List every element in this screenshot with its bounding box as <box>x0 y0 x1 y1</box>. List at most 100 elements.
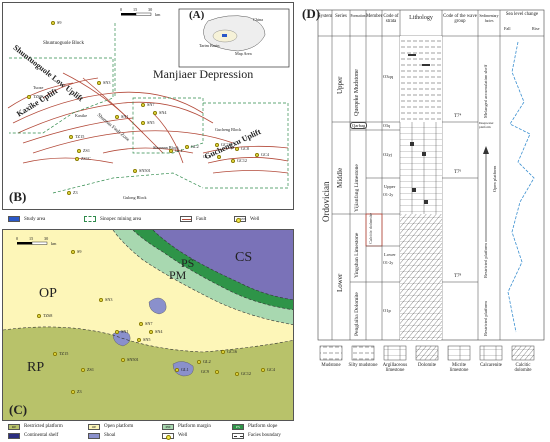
strat-column-svg <box>317 9 545 361</box>
system-ordovician: Ordovician <box>321 181 331 223</box>
shoal-3 <box>172 361 194 377</box>
legend-well-c-swatch <box>162 433 174 440</box>
scale-tick-30: 30 <box>148 7 153 12</box>
member-upper: Upper <box>384 184 396 189</box>
member-calcitic-dolomite: Calcitic dolomite <box>368 212 373 244</box>
formation-qarbag: Qarbag <box>350 122 368 129</box>
label-shuntuoguole-block: Shuntuoguole Block <box>43 41 84 46</box>
formation-yingshan: Yingshan Limestone <box>354 232 360 278</box>
legend-study-area-swatch <box>8 216 20 222</box>
hdr-formation: Formation <box>350 14 366 18</box>
legend-fault: Fault <box>196 217 207 222</box>
facies-restricted-platform-1: Restricted platform <box>483 243 488 278</box>
label-gulong-block: Gulong Block <box>123 195 147 200</box>
label-manjiaer-depression: Manjiaer Depression <box>153 67 254 81</box>
legend-c: RP Restricted platform OP Open platform … <box>4 423 296 441</box>
legend-cs: Continental shelf <box>24 433 59 438</box>
legend-mining-area: Sinopec mining area <box>100 217 142 222</box>
inset-map-area-label: Map Area <box>235 51 252 56</box>
legend-cs-swatch <box>8 433 20 439</box>
legend-study-area: Study area <box>24 217 46 222</box>
lith-calcitic-dolomite: Calcitic dolomite <box>514 363 532 373</box>
legend-ps-swatch: PS <box>232 424 244 430</box>
hdr-code: Code of strata <box>383 14 399 24</box>
legend-op-swatch: OP <box>88 424 100 430</box>
legend-well-swatch: SN5 <box>234 216 246 223</box>
series-lower: Lower <box>336 273 344 292</box>
legend-shoal: Shoal <box>104 433 116 438</box>
scale-c-tick-30: 30 <box>44 236 49 241</box>
label-tuoze: Tuoze <box>33 85 44 90</box>
scale-c-tick-15: 15 <box>29 236 34 241</box>
code-o3q: O3q <box>383 123 390 128</box>
facies-melanged-shelf: Melanged accumulation shelf <box>483 64 488 118</box>
lith-silty-mudstone: Silty mudstone <box>348 363 378 368</box>
lith-dolomite: Dolomite <box>417 363 437 368</box>
scale-bar-c <box>17 241 48 245</box>
wave-t76: T7⁶ <box>454 170 462 175</box>
lith-micrite-limestone: Micrite limestone <box>449 363 469 373</box>
code-o1p: O1p <box>383 308 391 313</box>
legend-op: Open platform <box>104 424 134 429</box>
facies-cs-label: CS <box>235 250 253 265</box>
code-o12y-lower: O1-2y <box>383 260 394 265</box>
legend-rp-swatch: RP <box>8 424 20 430</box>
hdr-series: Series <box>335 14 347 19</box>
shoal-1 <box>148 297 167 315</box>
legend-pm: Platform margin <box>178 424 211 429</box>
scale-tick-0: 0 <box>120 7 123 12</box>
formation-queqeke: Queqeke Mudstone <box>354 69 360 116</box>
facies-boundaries <box>3 230 293 353</box>
legend-well-c: Well <box>178 433 188 438</box>
legend-well: Well <box>250 217 260 222</box>
wave-t78: T7⁸ <box>454 274 462 279</box>
hdr-member: Member <box>366 14 383 19</box>
series-upper: Upper <box>336 76 344 95</box>
legend-fault-swatch <box>180 216 192 222</box>
legend-b: Study area Sinopec mining area Fault SN5… <box>4 213 294 227</box>
legend-ps: Platform slope <box>248 424 278 429</box>
code-o3qq: O3qq <box>383 74 393 79</box>
inset-china-label: China <box>253 17 264 22</box>
scale-c-tick-0: 0 <box>16 236 19 241</box>
panel-b-label: (B) <box>9 189 27 204</box>
facies-map-svg <box>3 230 293 377</box>
legend-mining-swatch <box>84 216 96 222</box>
scale-bar-b <box>121 12 152 16</box>
lith-argillaceous-limestone: Argillaceous limestone <box>382 363 408 373</box>
panel-a-label: (A) <box>189 9 205 21</box>
lith-calcarenite: Calcarenite <box>480 363 502 368</box>
panel-c-label: (C) <box>9 402 28 417</box>
facies-rp-label: RP <box>27 360 45 375</box>
legend-shoal-swatch <box>88 433 100 439</box>
legend-boundary-swatch <box>232 433 244 439</box>
legend-boundary: Facies boundary <box>248 433 281 438</box>
sea-level-curve <box>507 41 535 333</box>
facies-restricted-platform-2: Restricted platform <box>483 301 488 336</box>
hdr-rise: Rise <box>532 26 540 31</box>
legend-pm-swatch: PM <box>162 424 174 430</box>
facies-ps-label: PS <box>181 256 195 270</box>
formation-penglaiba: Penglaiba Dolomite <box>354 292 360 336</box>
code-o12y-upper: O1-2y <box>383 192 394 197</box>
hdr-sea-level: Sea level change <box>505 12 539 17</box>
series-middle: Middle <box>336 167 344 188</box>
lith-mudstone: Mudstone <box>321 363 341 368</box>
facies-pm-label: PM <box>169 268 187 282</box>
facies-op-label: OP <box>39 286 57 301</box>
hdr-facies: Sedimentary facies <box>479 14 499 23</box>
label-gucheng-block: Gucheng Block <box>215 127 242 132</box>
member-lower: Lower <box>384 252 396 257</box>
panel-d-stratigraphic-column: (D) <box>298 2 548 440</box>
facies-open-platform: Open platform <box>492 165 497 192</box>
legend-rp: Restricted platform <box>24 424 63 429</box>
formation-yijianfang: Yijianfang Limestone <box>354 164 360 212</box>
scale-unit: km <box>155 12 161 17</box>
hdr-lithology: Lithology <box>409 15 433 21</box>
panel-c-facies-map: 0 15 30 km CS PS PM OP RP S9 SN3 TZ68 SN… <box>2 229 294 421</box>
label-shunnan-block: Shunnan Block <box>153 145 179 150</box>
scale-tick-15: 15 <box>133 7 138 12</box>
scale-c-unit: km <box>51 241 57 246</box>
hdr-wave: Code of the wave group <box>443 14 477 24</box>
panel-b-structure-map: (B) (A) China Tarim Basin Map Area 0 15 … <box>2 2 294 210</box>
